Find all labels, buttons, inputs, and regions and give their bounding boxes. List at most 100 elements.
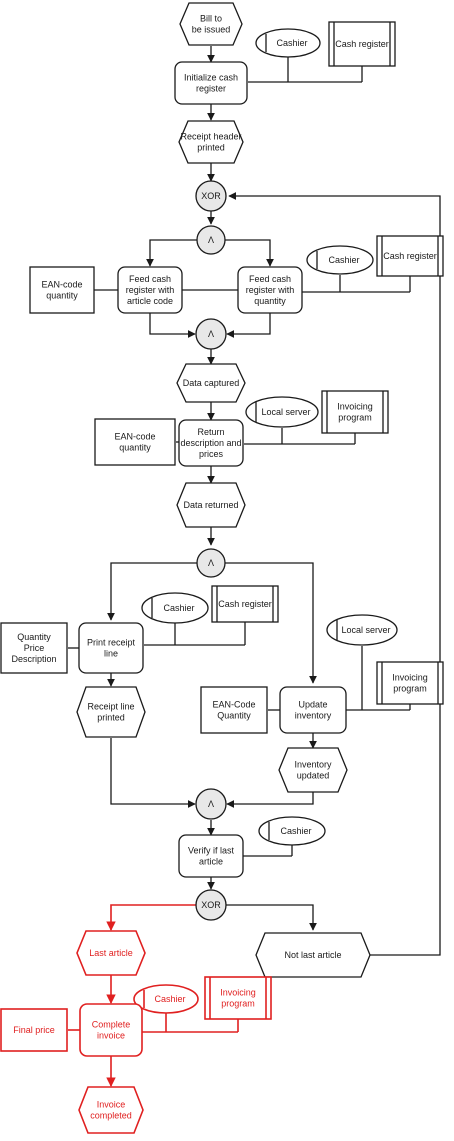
node-label: XOR [201,191,221,201]
event-last-article: Last article [76,930,146,976]
function-feed-quantity-shape [237,266,303,314]
org-unit-local-server-shape [326,614,398,646]
connector-xor: XOR [195,180,227,212]
node-label: register with [126,285,175,295]
node-label: EAN-Code [212,700,255,710]
node-label: prices [199,449,224,459]
node-label: Print receipt [87,638,136,648]
node-label: inventory [295,711,332,721]
system-invoicing-program-shape [204,976,272,1020]
flow-line [110,738,196,808]
node-label: Cashier [328,255,359,265]
system-cash-register-shape [376,235,444,277]
info-final-price: Final price [0,1008,68,1052]
flow-line [226,313,271,338]
function-feed-article-code-shape [117,266,183,314]
node-label: invoice [97,1031,125,1041]
system-invoicing-program-shape [321,390,389,434]
node-label: Receipt line [87,702,134,712]
connector-xor-shape [195,889,227,921]
org-unit-cashier-shape [141,592,209,624]
node-label: description and [180,438,241,448]
node-label: Verify if last [188,846,235,856]
node-label: article code [127,296,173,306]
node-label: Update [298,700,327,710]
node-label: Feed cash [249,274,291,284]
info-ean-code-quantity-shape [29,266,95,314]
node-label: Invoicing [337,402,373,412]
node-label: EAN-code [41,280,82,290]
node-label: register [196,84,226,94]
connector-and: Λ [195,788,227,820]
node-label: register with [246,285,295,295]
node-label: Return [197,427,224,437]
node-label: Quantity [17,632,51,642]
event-data-captured-shape [176,363,246,403]
flow-line [226,792,314,808]
info-ean-code-quantity-shape [200,686,268,734]
flow-line [146,239,197,267]
node-label: XOR [201,900,221,910]
connector-and-shape [195,788,227,820]
info-quantity-price-description-shape [0,622,68,674]
node-label: Receipt header [180,132,241,142]
org-unit-cashier-shape [255,28,321,58]
event-receipt-header-printed-shape [178,120,244,164]
function-initialize-cash-register-shape [174,61,248,105]
node-label: be issued [192,25,231,35]
event-not-last-article-shape [255,932,371,978]
node-label: EAN-code [114,432,155,442]
connector-and-shape [196,548,226,578]
flow-line [149,313,196,338]
node-label: Last article [89,948,133,958]
node-label: Description [11,654,56,664]
node-label: Local server [341,625,390,635]
node-label: Cashier [163,603,194,613]
system-cash-register: Cash register [376,235,444,277]
node-label: program [338,413,372,423]
node-label: Bill to [200,14,222,24]
node-label: Λ [208,799,214,809]
event-bill-to-be-issued-shape [179,2,243,46]
org-unit-local-server-shape [245,396,319,428]
org-unit-cashier-shape [258,816,326,846]
org-unit-cashier: Cashier [141,592,209,624]
system-cash-register-shape [211,585,279,623]
flow-line [225,562,317,684]
node-label: Invoicing [392,673,428,683]
connections [68,46,441,1087]
node-label: Feed cash [129,274,171,284]
node-label: Local server [261,407,310,417]
function-print-receipt-line-shape [78,622,144,674]
event-inventory-updated-shape [278,747,348,793]
org-unit-local-server: Local server [326,614,398,646]
connector-and: Λ [196,225,226,255]
event-not-last-article: Not last article [255,932,371,978]
node-label: printed [197,143,225,153]
function-update-inventory-shape [279,686,347,734]
info-final-price-shape [0,1008,68,1052]
node-label: updated [297,771,330,781]
node-label: Inventory [294,760,332,770]
function-return-description-prices-shape [178,419,244,467]
node-label: Not last article [284,950,341,960]
org-unit-local-server: Local server [245,396,319,428]
node-label: Invoice [97,1100,126,1110]
system-cash-register: Cash register [328,21,396,67]
connector-and-shape [196,225,226,255]
connector-xor-shape [195,180,227,212]
flow-line [107,562,197,621]
system-invoicing-program-shape [376,661,444,705]
node-label: program [221,999,255,1009]
